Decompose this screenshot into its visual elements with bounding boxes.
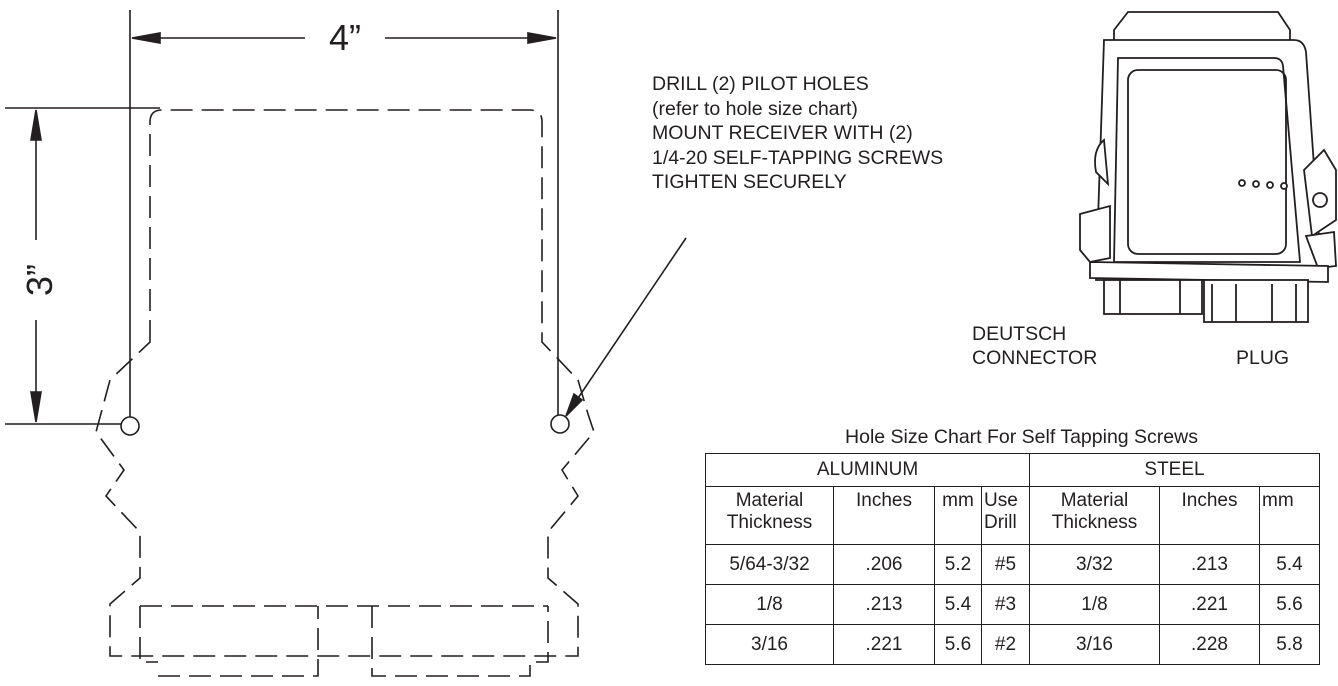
table-cell: .228 xyxy=(1159,624,1260,665)
plug-label: PLUG xyxy=(1236,347,1290,369)
width-dimension-label: 4” xyxy=(329,17,361,58)
instruction-line: DRILL (2) PILOT HOLES xyxy=(652,73,869,95)
receiver-device-illustration xyxy=(1079,11,1337,323)
column-header: Inches xyxy=(833,486,935,545)
deutsch-connector-label: DEUTSCH CONNECTOR xyxy=(972,322,1097,370)
led-indicator-4 xyxy=(1280,182,1288,190)
column-header: mm xyxy=(1259,486,1320,545)
aluminum-group-header: ALUMINUM xyxy=(705,453,1030,487)
deutsch-connector xyxy=(1103,279,1203,315)
table-group-row: ALUMINUM STEEL xyxy=(705,453,1320,487)
height-dimension-label: 3” xyxy=(19,264,60,296)
table-cell: 1/8 xyxy=(1029,584,1160,625)
table-cell: 1/8 xyxy=(705,584,834,625)
leader-line xyxy=(569,237,687,411)
device-base-shelf xyxy=(1089,261,1329,283)
column-header: Material Thickness xyxy=(1029,486,1160,545)
instruction-line: 1/4-20 SELF-TAPPING SCREWS xyxy=(652,146,944,169)
table-cell: 5.4 xyxy=(934,584,982,625)
pilot-hole-right xyxy=(550,414,570,434)
width-arrowhead-left xyxy=(131,32,161,44)
table-row: 3/16 .221 5.6 #2 3/16 .228 5.8 xyxy=(705,624,1320,665)
table-cell: .206 xyxy=(833,544,935,585)
hole-size-chart: ALUMINUM STEEL Material Thickness Inches… xyxy=(705,453,1320,665)
instruction-line: MOUNT RECEIVER WITH (2) xyxy=(652,122,913,144)
led-indicator-2 xyxy=(1252,180,1260,188)
device-ear-left xyxy=(1094,138,1110,187)
table-cell: .221 xyxy=(1159,584,1260,625)
width-arrowhead-right xyxy=(527,32,557,44)
device-ear-hole-right xyxy=(1312,192,1328,208)
device-top-cap xyxy=(1113,11,1291,43)
column-header: mm xyxy=(934,486,982,545)
pilot-hole-left xyxy=(120,416,140,436)
receiver-outline-dashed xyxy=(95,109,595,657)
column-header: Material Thickness xyxy=(705,486,834,545)
mounting-instruction: DRILL (2) PILOT HOLES (refer to hole siz… xyxy=(652,72,943,195)
connector-left-dashed xyxy=(139,606,319,677)
instruction-line: (refer to hole size chart) xyxy=(652,97,858,120)
device-base-flange xyxy=(1079,204,1111,263)
led-indicator-3 xyxy=(1266,181,1274,189)
table-cell: 3/32 xyxy=(1029,544,1160,585)
instruction-line: TIGHTEN SECURELY xyxy=(652,171,847,193)
steel-group-header: STEEL xyxy=(1029,453,1320,487)
table-cell: 5.2 xyxy=(934,544,982,585)
table-cell: #2 xyxy=(981,624,1030,665)
column-header: Inches xyxy=(1159,486,1260,545)
column-header: Use Drill xyxy=(981,486,1030,545)
table-row: 1/8 .213 5.4 #3 1/8 .221 5.6 xyxy=(705,584,1320,625)
device-body xyxy=(1095,39,1323,281)
table-cell: #5 xyxy=(981,544,1030,585)
table-cell: 5.8 xyxy=(1259,624,1320,665)
device-face-panel xyxy=(1127,69,1287,255)
connector-plug xyxy=(1203,279,1309,323)
deutsch-label-line2: CONNECTOR xyxy=(972,347,1098,369)
leader-arrowhead xyxy=(565,392,584,417)
device-face xyxy=(1113,57,1301,263)
deutsch-label-line1: DEUTSCH xyxy=(972,323,1067,345)
table-cell: 3/16 xyxy=(1029,624,1160,665)
table-header-row: Material Thickness Inches mm Use Drill M… xyxy=(705,486,1320,545)
table-row: 5/64-3/32 .206 5.2 #5 3/32 .213 5.4 xyxy=(705,544,1320,585)
table-cell: 3/16 xyxy=(705,624,834,665)
table-cell: .213 xyxy=(833,584,935,625)
table-cell: #3 xyxy=(981,584,1030,625)
table-cell: 5.6 xyxy=(1259,584,1320,625)
height-arrowhead-top xyxy=(30,109,42,141)
height-arrowhead-bottom xyxy=(30,391,42,423)
table-cell: 5.4 xyxy=(1259,544,1320,585)
table-cell: 5.6 xyxy=(934,624,982,665)
table-cell: .213 xyxy=(1159,544,1260,585)
led-indicator-1 xyxy=(1238,179,1246,187)
hole-chart-title: Hole Size Chart For Self Tapping Screws xyxy=(845,426,1198,448)
connector-right-dashed xyxy=(371,606,549,677)
table-cell: .221 xyxy=(833,624,935,665)
table-cell: 5/64-3/32 xyxy=(705,544,834,585)
device-base-flange-right xyxy=(1304,230,1337,269)
